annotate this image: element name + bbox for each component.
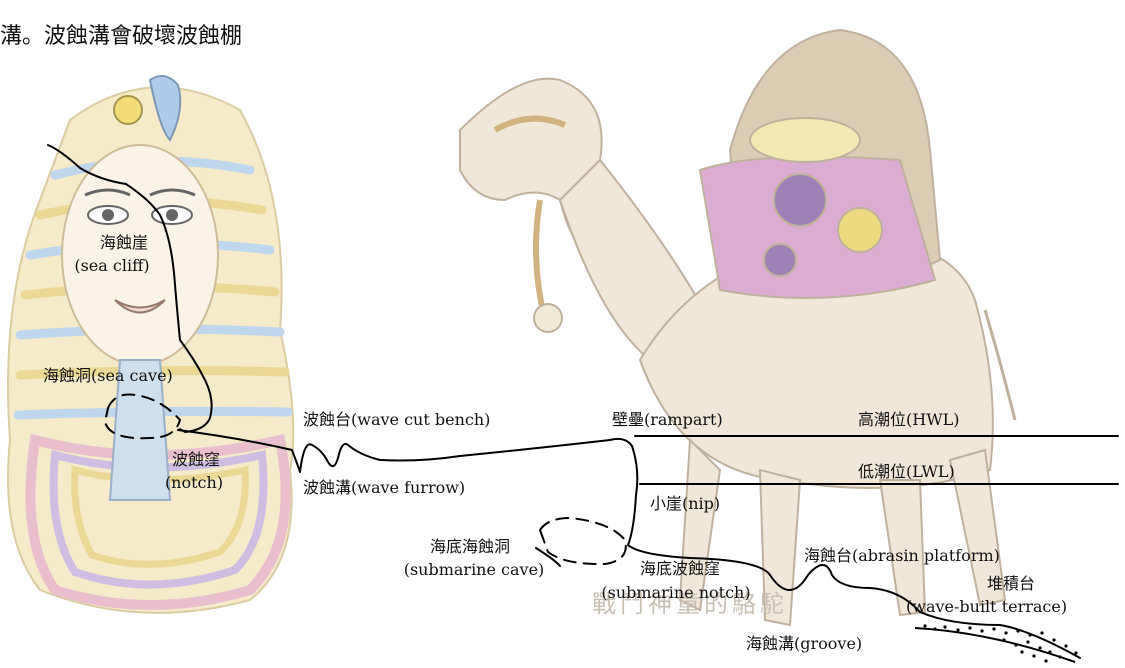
label-submarine-cave-en: (submarine cave) (404, 560, 545, 580)
label-groove: 海蝕溝(groove) (746, 634, 862, 654)
label-wave-furrow: 波蝕溝(wave furrow) (303, 478, 465, 498)
label-nip: 小崖(nip) (650, 494, 720, 514)
submarine-cave-outline (540, 518, 626, 564)
label-sea-cave: 海蝕洞(sea cave) (43, 366, 173, 386)
label-wave-built-terrace-zh: 堆積台 (987, 574, 1035, 594)
sea-cave-outline (105, 395, 180, 439)
label-rampart: 壁壘(rampart) (612, 410, 723, 430)
page-heading: 溝。波蝕溝會破壞波蝕棚 (0, 18, 242, 50)
label-lwl: 低潮位(LWL) (858, 462, 955, 482)
coast-profile-line (48, 145, 1080, 658)
label-abrasion-platform: 海蝕台(abrasin platform) (804, 546, 1000, 566)
label-wave-cut-bench: 波蝕台(wave cut bench) (303, 410, 490, 430)
label-notch-zh: 波蝕窪 (172, 450, 220, 470)
label-notch-en: (notch) (165, 473, 223, 493)
label-submarine-notch-zh: 海底波蝕窪 (640, 559, 720, 579)
label-hwl: 高潮位(HWL) (858, 410, 960, 430)
label-submarine-cave-zh: 海底海蝕洞 (430, 537, 510, 557)
label-wave-built-terrace-en: (wave-built terrace) (906, 597, 1067, 617)
label-submarine-notch-en: (submarine notch) (601, 583, 750, 603)
label-sea-cliff-zh: 海蝕崖 (100, 233, 148, 253)
label-sea-cliff-en: (sea cliff) (74, 256, 149, 276)
